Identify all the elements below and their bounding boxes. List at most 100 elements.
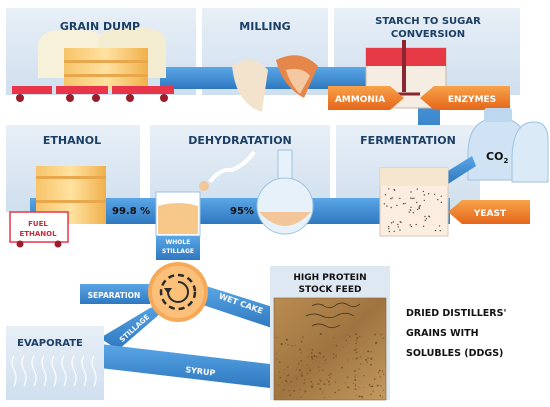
grain-speck bbox=[372, 390, 374, 393]
bubble-dot bbox=[409, 209, 411, 211]
grain-speck bbox=[324, 359, 326, 362]
bubble-dot bbox=[424, 215, 426, 218]
bubble-dot bbox=[399, 197, 401, 200]
grain-speck bbox=[382, 337, 385, 340]
grain-speck bbox=[311, 348, 314, 351]
wet-cake-pipe bbox=[200, 286, 276, 328]
grain-speck bbox=[358, 386, 360, 388]
drop-icon bbox=[199, 181, 209, 191]
evaporate-panel bbox=[6, 326, 104, 400]
starch-title-line1: STARCH TO SUGAR bbox=[375, 16, 481, 27]
grain-speck bbox=[306, 372, 308, 375]
grain-speck bbox=[300, 360, 302, 362]
grain-speck bbox=[355, 351, 358, 354]
grain-speck bbox=[278, 384, 280, 386]
bubble-dot bbox=[412, 212, 415, 214]
bubble-dot bbox=[438, 225, 441, 227]
bubble-dot bbox=[422, 225, 425, 227]
bubble-dot bbox=[437, 198, 439, 201]
bubble-dot bbox=[397, 226, 399, 228]
yeast-arrow bbox=[448, 200, 530, 224]
fermentation-title: FERMENTATION bbox=[360, 134, 456, 147]
grain-speck bbox=[366, 361, 368, 363]
ddgs-label-line1: DRIED DISTILLERS' bbox=[406, 308, 506, 319]
enzymes-label: ENZYMES bbox=[448, 95, 496, 105]
ammonia-label: AMMONIA bbox=[335, 95, 385, 105]
grain-speck bbox=[299, 348, 302, 351]
grain-speck bbox=[371, 357, 373, 359]
grain-speck bbox=[276, 358, 278, 360]
grain-speck bbox=[287, 375, 289, 377]
grain-speck bbox=[356, 336, 359, 340]
grain-speck bbox=[328, 380, 330, 383]
fuel-label: FUEL bbox=[28, 220, 48, 228]
grain-speck bbox=[370, 350, 372, 353]
ddgs-label-line2: GRAINS WITH bbox=[406, 328, 479, 339]
grain-speck bbox=[342, 346, 344, 348]
grain-speck bbox=[312, 383, 314, 386]
bubble-dot bbox=[416, 201, 418, 204]
bubble-dot bbox=[410, 225, 413, 228]
grain-speck bbox=[291, 345, 293, 347]
ethanol-purity-value: 99.8 % bbox=[112, 206, 150, 217]
grain-speck bbox=[281, 382, 283, 384]
bubble-dot bbox=[415, 223, 417, 226]
grain-speck bbox=[319, 379, 321, 381]
grain-speck bbox=[355, 339, 357, 341]
grain-speck bbox=[276, 336, 278, 339]
bubble-dot bbox=[391, 197, 393, 199]
fuel-truck-icon bbox=[9, 211, 69, 248]
bubble-dot bbox=[419, 205, 421, 207]
grain-speck bbox=[374, 378, 376, 381]
grain-speck bbox=[370, 357, 373, 361]
grain-speck bbox=[298, 369, 301, 371]
co2-arrow bbox=[440, 156, 476, 184]
grain-speck bbox=[354, 376, 356, 378]
grain-speck bbox=[323, 396, 325, 398]
grain-speck bbox=[371, 385, 374, 388]
grain-speck bbox=[363, 375, 365, 377]
bubble-dot bbox=[388, 230, 391, 233]
grain-speck bbox=[324, 362, 327, 364]
yeast-label: YEAST bbox=[473, 209, 507, 219]
grain-speck bbox=[333, 337, 335, 339]
grain-speck bbox=[300, 352, 302, 354]
grain-speck bbox=[359, 363, 362, 365]
grain-speck bbox=[381, 396, 383, 398]
bubble-dot bbox=[404, 202, 406, 205]
grain-speck bbox=[294, 344, 296, 346]
grain-speck bbox=[285, 380, 287, 382]
grain-speck bbox=[286, 366, 289, 368]
grain-speck bbox=[370, 393, 372, 396]
grain-speck bbox=[297, 363, 300, 365]
bubble-dot bbox=[388, 226, 390, 228]
dehydration-title: DEHYDRATATION bbox=[188, 134, 292, 147]
grain-speck bbox=[278, 371, 281, 373]
bubble-dot bbox=[416, 188, 418, 190]
stock-feed-title-line2: STOCK FEED bbox=[299, 285, 362, 295]
grain-speck bbox=[318, 361, 320, 363]
grain-speck bbox=[349, 335, 351, 338]
bubble-dot bbox=[393, 230, 395, 233]
grain-speck bbox=[285, 338, 288, 341]
grain-speck bbox=[311, 357, 314, 360]
grain-speck bbox=[299, 388, 301, 391]
grain-speck bbox=[374, 333, 377, 336]
bubble-dot bbox=[428, 215, 430, 217]
grain-speck bbox=[328, 374, 330, 377]
fermentation-bubbles bbox=[383, 188, 442, 233]
bubble-dot bbox=[393, 188, 395, 191]
grain-speck bbox=[302, 336, 304, 338]
grain-speck bbox=[287, 343, 289, 346]
bubble-dot bbox=[423, 199, 425, 202]
grain-speck bbox=[318, 351, 320, 354]
bubble-dot bbox=[397, 223, 399, 226]
grain-speck bbox=[310, 356, 313, 358]
bubble-dot bbox=[383, 203, 386, 205]
evaporate-title: EVAPORATE bbox=[17, 338, 83, 349]
bubble-dot bbox=[425, 218, 428, 220]
grain-speck bbox=[354, 385, 356, 387]
stock-feed-title-line1: HIGH PROTEIN bbox=[293, 273, 366, 283]
grain-speck bbox=[315, 355, 318, 358]
grain-silos-icon bbox=[38, 28, 166, 90]
